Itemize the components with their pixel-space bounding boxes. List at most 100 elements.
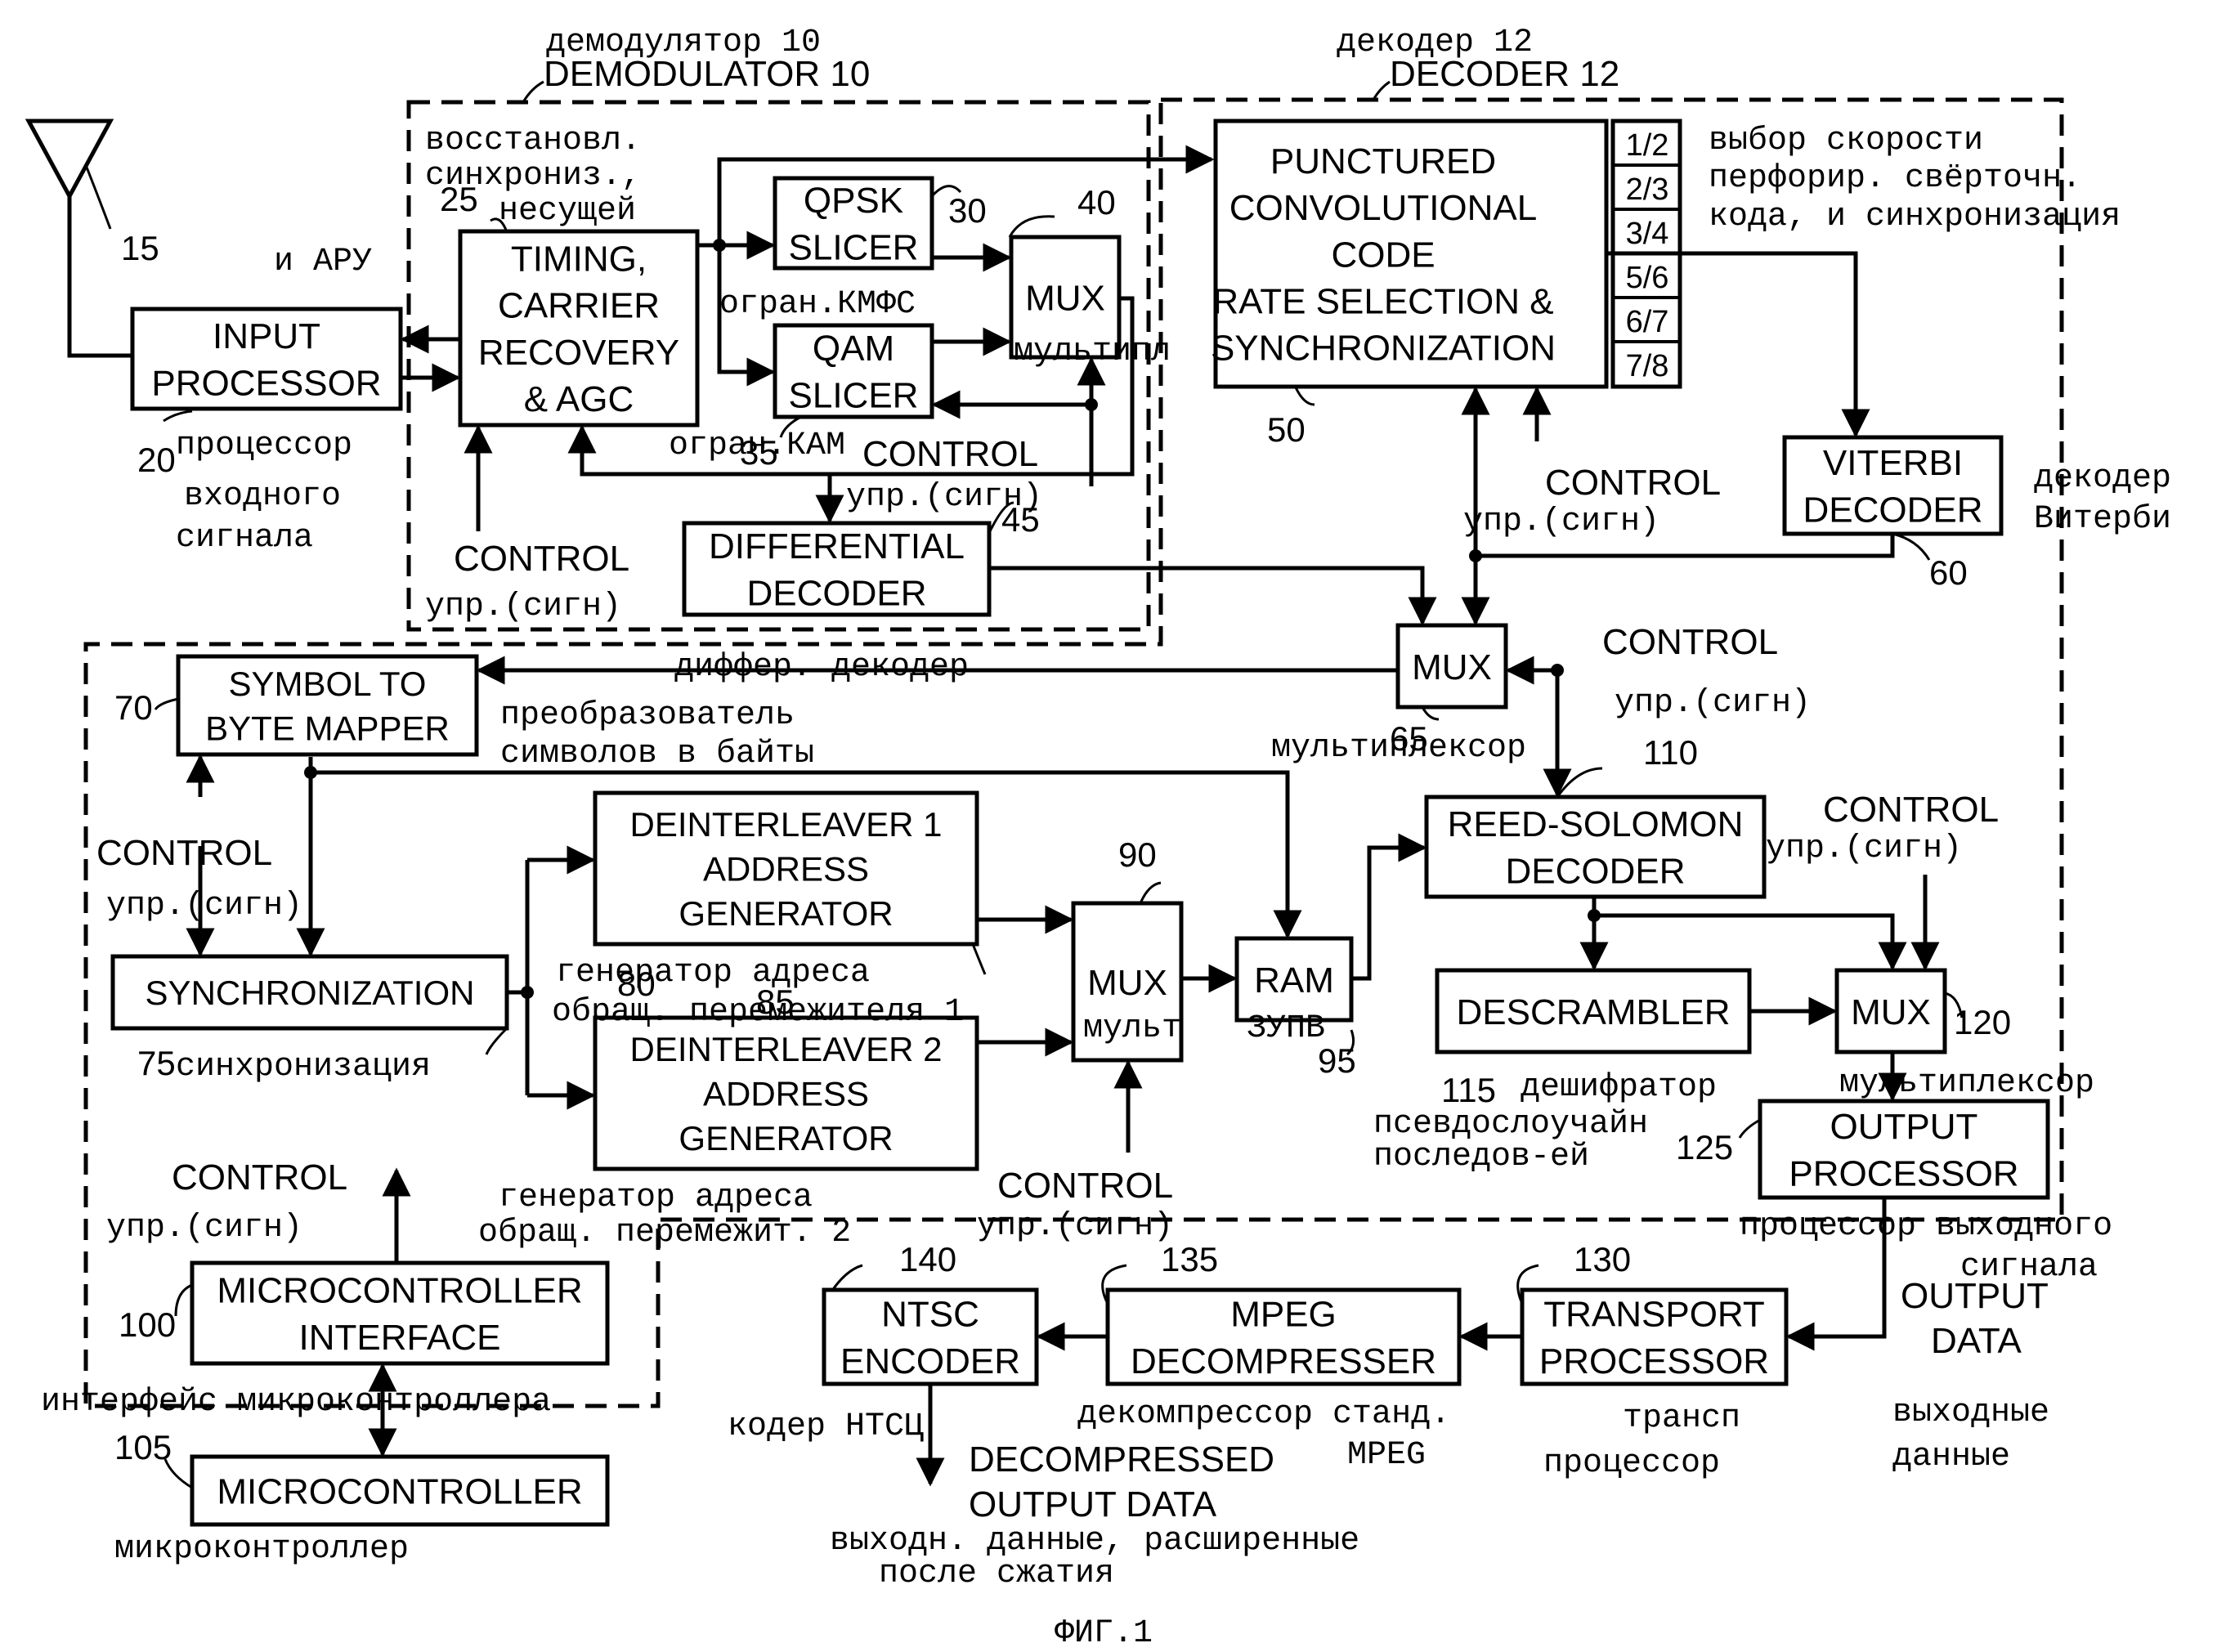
russian-annotation: процессор выходного	[1740, 1208, 2112, 1245]
signal-wire	[1351, 848, 1424, 978]
russian-annotation: MPEG	[1347, 1437, 1426, 1474]
russian-annotation: мультиплексор	[1271, 730, 1526, 767]
mcu-interface-label: MICROCONTROLLER	[217, 1271, 582, 1311]
leader-line	[973, 944, 985, 974]
mpeg-label: DECOMPRESSER	[1131, 1341, 1436, 1381]
russian-annotation: несущей	[499, 193, 636, 230]
ref-number: 105	[114, 1428, 172, 1466]
russian-annotation: огран.КМФС	[719, 286, 916, 323]
russian-annotation: генератор адреса	[499, 1180, 813, 1216]
control-label: CONTROL	[172, 1157, 347, 1198]
deint2-label: DEINTERLEAVER 2	[630, 1030, 943, 1068]
russian-annotation: генератор адреса	[556, 955, 870, 992]
punctured-label: CODE	[1331, 235, 1435, 275]
control-label-ru: упр.(сигн)	[106, 1210, 302, 1247]
symbol-mapper-label: BYTE MAPPER	[205, 709, 450, 747]
control-label-ru: упр.(сигн)	[1615, 685, 1811, 722]
leader-line	[1740, 1120, 1760, 1138]
russian-annotation: диффер. декодер	[674, 649, 969, 686]
leader-line	[1140, 883, 1161, 903]
output-data-label: DATA	[1931, 1321, 2022, 1361]
deint1-label: DEINTERLEAVER 1	[630, 805, 943, 844]
russian-annotation: мультипл	[1014, 334, 1171, 370]
russian-annotation: декомпрессор станд.	[1077, 1396, 1450, 1433]
transport-label: TRANSPORT	[1543, 1295, 1765, 1335]
russian-annotation: интерфейс микроконтроллера	[41, 1384, 551, 1421]
mux120-label: MUX	[1851, 992, 1931, 1032]
decompressed-output-label: DECOMPRESSED	[969, 1439, 1274, 1480]
ref-number: 30	[948, 191, 987, 230]
control-label-ru: упр.(сигн)	[846, 479, 1042, 516]
qpsk-label: QPSK	[804, 181, 903, 221]
russian-annotation: выбор скорости	[1709, 123, 1983, 159]
signal-wire	[989, 568, 1422, 623]
rate-label: 1/2	[1626, 128, 1669, 163]
ntsc-label: ENCODER	[840, 1341, 1020, 1381]
diff-decoder-label: DECODER	[746, 573, 926, 613]
rate-label: 7/8	[1626, 349, 1669, 383]
control-label-ru: упр.(сигн)	[1463, 504, 1659, 540]
russian-annotation: дешифратор	[1521, 1069, 1717, 1106]
diff-decoder-label: DIFFERENTIAL	[709, 526, 965, 566]
ref-number: 130	[1574, 1240, 1631, 1278]
deint2-label: GENERATOR	[679, 1119, 893, 1157]
leader-line	[155, 699, 178, 710]
symbol-mapper-label: SYMBOL TO	[229, 665, 427, 703]
mux65-label: MUX	[1412, 647, 1492, 687]
leader-line	[176, 1285, 192, 1316]
russian-annotation: процессор	[1543, 1445, 1720, 1482]
russian-annotation: мульт	[1083, 1010, 1181, 1047]
ref-number: 115	[1441, 1071, 1496, 1109]
timing-label: & AGC	[524, 379, 634, 419]
junction-dot	[1588, 909, 1601, 922]
leader-line	[1557, 768, 1602, 797]
decompressed-output-label: OUTPUT DATA	[969, 1484, 1217, 1524]
russian-annotation: огран.КАМ	[669, 428, 845, 464]
russian-annotation: после сжатия	[879, 1556, 1114, 1592]
junction-dot	[1085, 398, 1098, 411]
rate-label: 3/4	[1626, 217, 1669, 251]
viterbi-label: DECODER	[1803, 490, 1982, 530]
ref-number: 100	[119, 1305, 176, 1344]
ntsc-label: NTSC	[881, 1295, 979, 1335]
qam-label: QAM	[813, 329, 894, 369]
timing-label: TIMING,	[511, 240, 647, 280]
qpsk-label: SLICER	[789, 227, 919, 267]
antenna-icon	[29, 121, 131, 356]
ref-number: 15	[121, 229, 159, 267]
deint1-label: GENERATOR	[679, 894, 893, 933]
mux90-label: MUX	[1087, 963, 1167, 1003]
russian-annotation: ЗУПВ	[1247, 1010, 1325, 1047]
punctured-label: SYNCHRONIZATION	[1211, 329, 1556, 369]
punctured-label: CONVOLUTIONAL	[1229, 188, 1538, 228]
ref-number: 125	[1676, 1128, 1733, 1166]
deint2-label: ADDRESS	[703, 1075, 869, 1113]
control-label: CONTROL	[997, 1166, 1173, 1206]
control-label: CONTROL	[1545, 463, 1721, 503]
decoder-title: DECODER 12	[1390, 54, 1619, 94]
russian-annotation: кода, и синхронизация	[1709, 199, 2121, 235]
russian-annotation: псевдослоучайн	[1373, 1106, 1648, 1143]
control-label: CONTROL	[862, 434, 1038, 474]
timing-label: CARRIER	[498, 286, 660, 326]
control-label-ru: упр.(сигн)	[106, 888, 302, 924]
russian-annotation: данные	[1892, 1439, 2010, 1475]
leader-line	[1892, 534, 1929, 560]
ref-number: 90	[1118, 835, 1157, 874]
junction-dot	[304, 766, 317, 779]
ref-number: 110	[1643, 733, 1698, 772]
input-processor-label: PROCESSOR	[151, 363, 381, 403]
rate-label: 5/6	[1626, 261, 1669, 295]
ref-number: 20	[137, 441, 176, 479]
junction-dot	[521, 986, 534, 999]
control-label-ru: упр.(сигн)	[977, 1208, 1173, 1245]
russian-annotation: трансп	[1623, 1400, 1740, 1437]
ref-number: 140	[899, 1240, 956, 1278]
transport-label: PROCESSOR	[1539, 1341, 1769, 1381]
deint1-label: ADDRESS	[703, 850, 869, 889]
ref-number: 70	[114, 688, 153, 727]
ref-number: 120	[1954, 1003, 2011, 1041]
ref-number: 50	[1267, 410, 1306, 449]
reed-solomon-label: DECODER	[1505, 851, 1685, 891]
junction-dot	[713, 239, 726, 252]
